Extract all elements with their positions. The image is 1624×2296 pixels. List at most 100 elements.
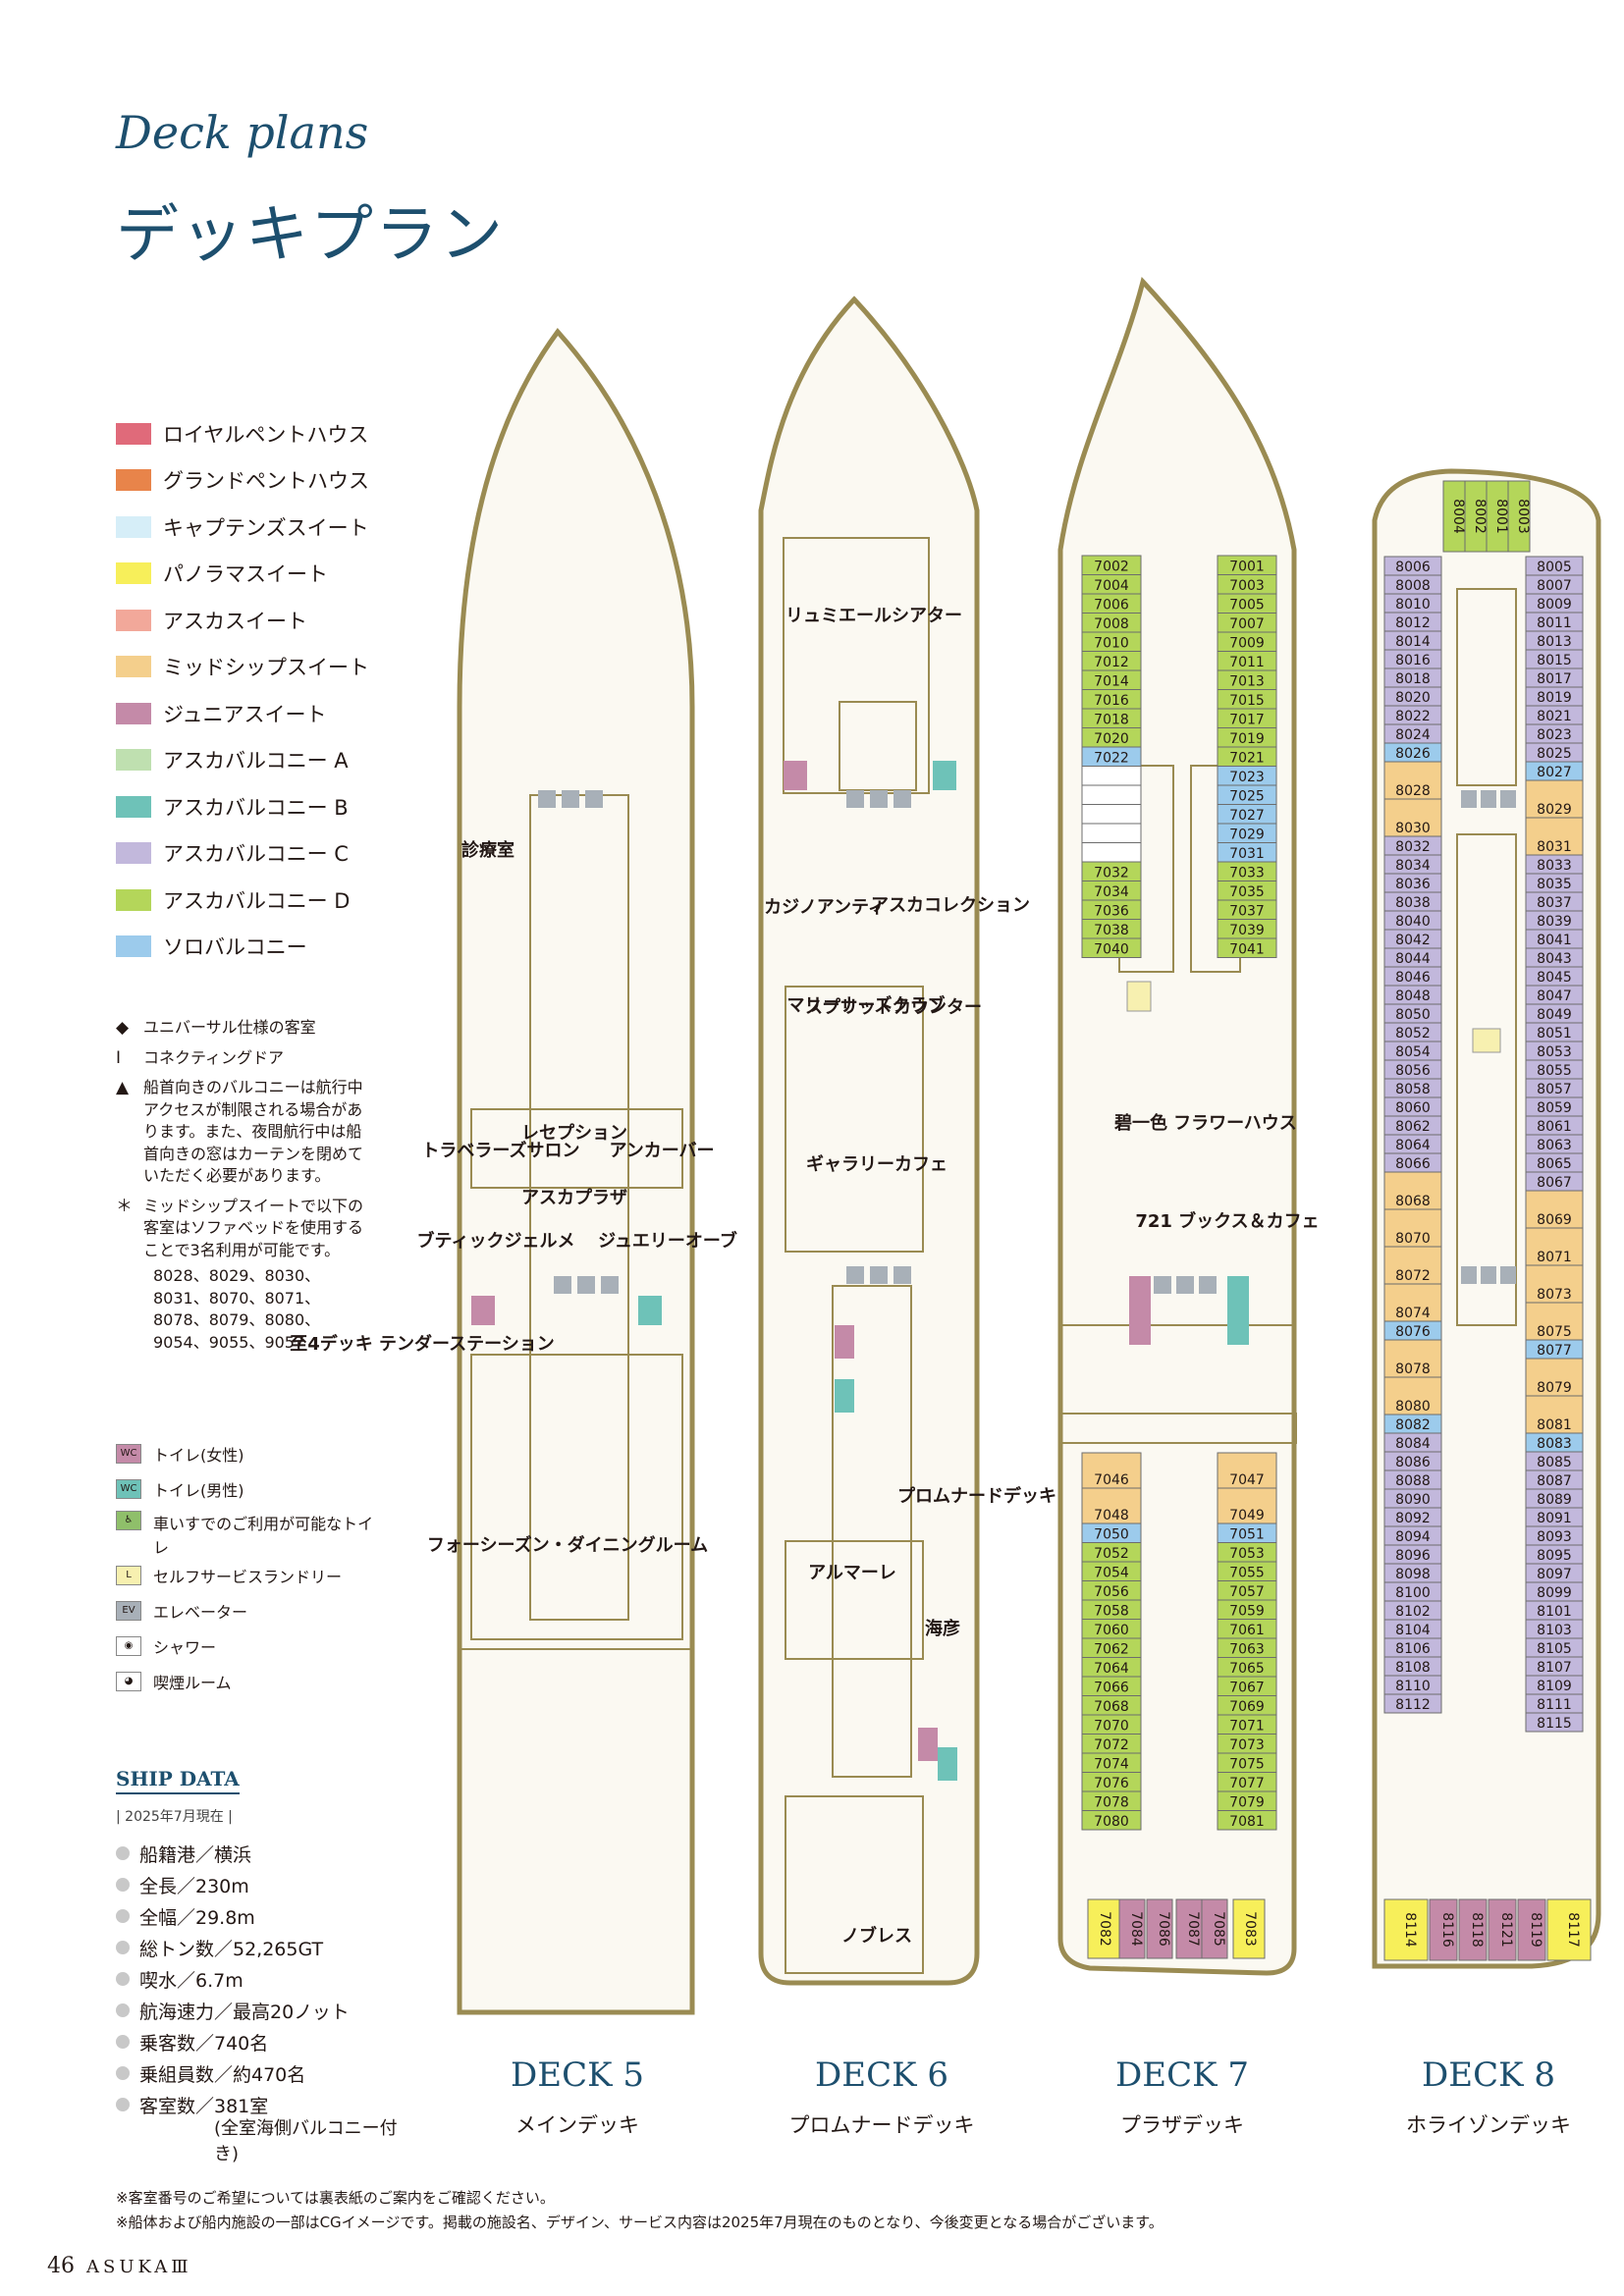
note-midship: ＊ミッドシップスイートで以下の客室はソファベッドを使用することで3名利用が可能で… xyxy=(116,1196,371,1262)
cabin[interactable] xyxy=(1081,784,1142,805)
cabin[interactable] xyxy=(1525,1190,1584,1229)
cabin[interactable] xyxy=(1081,1810,1142,1831)
cabin-number: 8045 xyxy=(1537,970,1572,986)
legend-label: アスカスイート xyxy=(163,609,307,633)
cabin-number: 8017 xyxy=(1537,671,1572,687)
legend-swatch xyxy=(116,515,151,538)
cabin-number: 7020 xyxy=(1094,731,1129,747)
cabin[interactable] xyxy=(1458,1898,1488,1961)
cabin-number: 7019 xyxy=(1229,731,1265,747)
cabin[interactable] xyxy=(1081,842,1142,863)
icon-legend-item: ◉シャワー xyxy=(116,1629,379,1664)
cabin[interactable] xyxy=(1146,1898,1173,1959)
cabin[interactable] xyxy=(1383,1898,1429,1961)
cabin[interactable] xyxy=(1525,1302,1584,1341)
cabin-number: 8081 xyxy=(1537,1417,1572,1433)
bullet-icon xyxy=(116,2066,130,2080)
cabin-number: 8083 xyxy=(1537,1436,1572,1452)
deck-title: DECK 6 xyxy=(815,2056,948,2095)
cabin-number: 8037 xyxy=(1537,895,1572,911)
cabin[interactable] xyxy=(1081,766,1142,786)
cabin-number: 8082 xyxy=(1395,1417,1431,1433)
legend-swatch xyxy=(116,609,151,631)
cabin[interactable] xyxy=(1546,1898,1592,1961)
cabin[interactable] xyxy=(1081,1452,1142,1489)
cabin[interactable] xyxy=(1118,1898,1146,1959)
cabin[interactable] xyxy=(1217,937,1277,958)
cabin-number: 8065 xyxy=(1537,1156,1572,1172)
cabin[interactable] xyxy=(1232,1898,1266,1959)
cabin-number: 7086 xyxy=(1156,1911,1171,1947)
cabin-number: 8022 xyxy=(1395,709,1431,724)
cabin[interactable] xyxy=(1517,1898,1546,1961)
cabin[interactable] xyxy=(1383,1171,1442,1210)
ship-data-item: 乗組員数／約470名 xyxy=(116,2057,410,2089)
facility-icon: WC xyxy=(116,1479,141,1499)
cabin[interactable] xyxy=(1429,1898,1458,1961)
legend-item: アスカバルコニー D xyxy=(116,877,369,924)
cabin-number: 8084 xyxy=(1395,1436,1431,1452)
facility-label: マリーナーズクラブ xyxy=(786,994,945,1016)
cabin-number: 7055 xyxy=(1229,1566,1265,1581)
cabin[interactable] xyxy=(1081,823,1142,843)
legend-item: アスカバルコニー C xyxy=(116,830,369,878)
bullet-icon xyxy=(116,1878,130,1892)
ship-data-item: 客室数／381室 xyxy=(116,2089,410,2120)
facility-label: フォーシーズン・ダイニングルーム xyxy=(427,1534,708,1556)
cabin[interactable] xyxy=(1525,1395,1584,1434)
legend-swatch xyxy=(116,469,151,492)
cabin[interactable] xyxy=(1383,1376,1442,1415)
cabin-number: 8007 xyxy=(1537,578,1572,594)
cabin-number: 8110 xyxy=(1395,1679,1431,1694)
cabin-number: 7069 xyxy=(1229,1699,1265,1715)
cabin-number: 7067 xyxy=(1229,1681,1265,1696)
cabin-number: 8043 xyxy=(1537,951,1572,967)
note-universal: ◆ユニバーサル仕様の客室 xyxy=(116,1018,316,1038)
cabin[interactable] xyxy=(1217,1487,1277,1524)
cabin[interactable] xyxy=(1383,1693,1442,1714)
cabin-number: 8059 xyxy=(1537,1100,1572,1116)
cabin[interactable] xyxy=(1081,804,1142,825)
cabin[interactable] xyxy=(1217,1452,1277,1489)
facility-label: スプリットカウンター xyxy=(805,996,982,1018)
deck-title: DECK 8 xyxy=(1422,2056,1555,2095)
cabin-number: 8062 xyxy=(1395,1119,1431,1135)
cabin[interactable] xyxy=(1488,1898,1517,1961)
cabin-number: 7016 xyxy=(1094,693,1129,709)
cabin[interactable] xyxy=(1383,761,1442,800)
cabin[interactable] xyxy=(1525,1264,1584,1304)
deck-subtitle: ホライゾンデッキ xyxy=(1406,2113,1571,2137)
cabin[interactable] xyxy=(1525,1227,1584,1266)
cabin-number: 8030 xyxy=(1395,821,1431,836)
cabin-number: 7035 xyxy=(1229,884,1265,900)
cabin[interactable] xyxy=(1525,1712,1584,1733)
cabin-number: 8101 xyxy=(1537,1604,1572,1620)
cabin[interactable] xyxy=(1081,937,1142,958)
cabin[interactable] xyxy=(1217,1810,1277,1831)
cabin-number: 7011 xyxy=(1229,655,1265,670)
cabin-number: 8098 xyxy=(1395,1567,1431,1582)
cabin[interactable] xyxy=(1383,1208,1442,1248)
facility-label: 碧一色 xyxy=(1113,1112,1167,1134)
cabin-number: 8115 xyxy=(1537,1716,1572,1732)
cabin-number: 8014 xyxy=(1395,634,1431,650)
cabin[interactable] xyxy=(1383,1283,1442,1322)
cabin-number: 7048 xyxy=(1094,1508,1129,1523)
cabin[interactable] xyxy=(1175,1898,1203,1959)
cabin[interactable] xyxy=(1383,1339,1442,1378)
cabin-number: 8102 xyxy=(1395,1604,1431,1620)
cabin[interactable] xyxy=(1525,1358,1584,1397)
cabin-number: 8111 xyxy=(1537,1697,1572,1713)
cabin[interactable] xyxy=(1383,798,1442,837)
deck-title: DECK 5 xyxy=(511,2056,644,2095)
cabin[interactable] xyxy=(1525,779,1584,819)
cabin-number: 8078 xyxy=(1395,1362,1431,1377)
cabin-number: 8040 xyxy=(1395,914,1431,930)
cabin[interactable] xyxy=(1507,480,1531,553)
cabin[interactable] xyxy=(1525,817,1584,856)
cabin-number: 7060 xyxy=(1094,1623,1129,1638)
cabin-number: 7050 xyxy=(1094,1527,1129,1543)
icon-legend-label: シャワー xyxy=(153,1638,217,1657)
cabin[interactable] xyxy=(1201,1898,1228,1959)
